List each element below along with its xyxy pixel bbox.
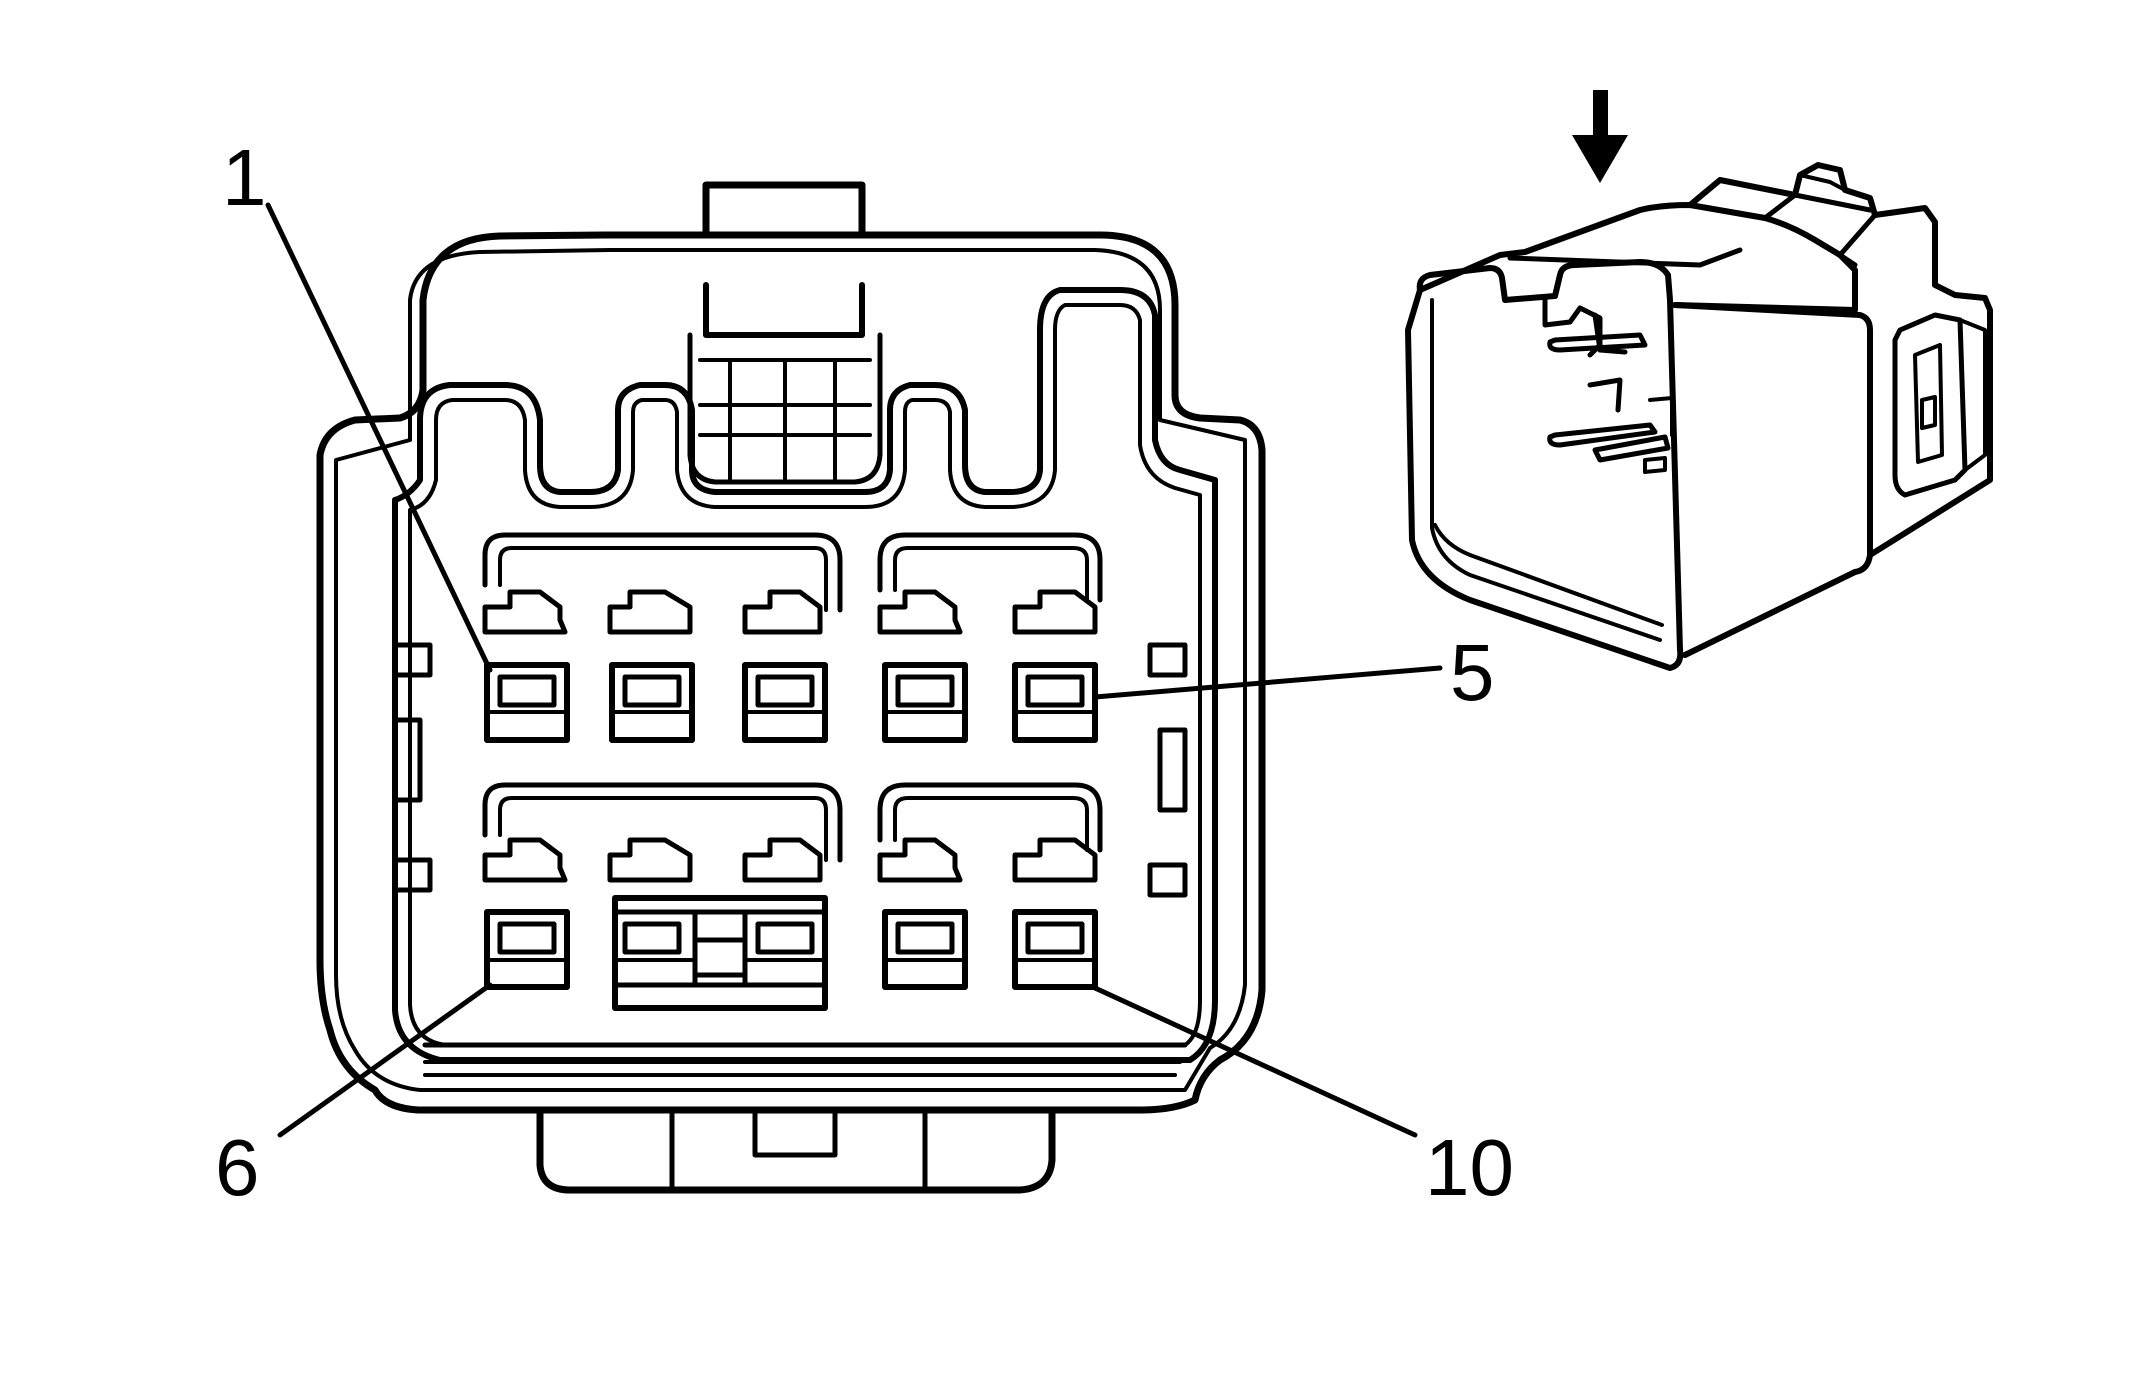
bottom-foot <box>536 1106 1056 1194</box>
pin-cavities-upper <box>484 662 1098 743</box>
shorting-bar-block <box>612 895 828 1011</box>
housing-outer <box>316 231 1266 1114</box>
connector-front-view <box>316 181 1266 1194</box>
pin-cavity-1 <box>484 662 570 743</box>
pin-cavity-5 <box>1012 662 1098 743</box>
connector-isometric-view <box>1405 90 1993 671</box>
terminal-bracket-lower-right <box>877 782 1103 853</box>
callout-pin-6: 6 <box>215 1123 260 1212</box>
housing-inner-outline <box>334 248 1247 1092</box>
pin-cavity-6 <box>484 909 570 990</box>
pin-cavity-3 <box>742 662 828 743</box>
callout-pin-10: 10 <box>1425 1123 1514 1212</box>
inner-cavity-wall-2 <box>408 303 1202 1047</box>
callout-pin-5: 5 <box>1450 628 1495 717</box>
pin-cavity-8 <box>743 921 827 962</box>
pin-cavity-10 <box>1012 909 1098 990</box>
top-latch-tab <box>702 181 866 239</box>
terminal-bracket-upper-right <box>877 532 1103 603</box>
leader-pin-6 <box>277 982 493 1138</box>
terminal-lances-lower <box>482 837 1098 883</box>
callout-pin-1: 1 <box>222 133 267 222</box>
latch-channel <box>703 282 865 338</box>
side-guide-ribs <box>392 642 1188 898</box>
inner-cavity-wall <box>392 287 1218 1063</box>
pin-cavity-2 <box>609 662 695 743</box>
leader-pin-1 <box>265 202 493 673</box>
pin-cavities-lower <box>484 895 1098 1011</box>
pin-cavity-9 <box>882 909 968 990</box>
leader-pin-5 <box>1092 665 1443 700</box>
callout-leaders <box>265 202 1443 1138</box>
terminal-bracket-upper-left <box>482 532 843 613</box>
down-arrow-icon <box>1572 90 1628 183</box>
bottom-edge <box>422 1042 1188 1077</box>
terminal-bracket-lower-left <box>482 782 843 863</box>
leader-pin-10 <box>1092 985 1418 1138</box>
terminal-lances-upper <box>482 589 1098 635</box>
pin-cavity-7 <box>613 921 697 962</box>
pin-cavity-4 <box>882 662 968 743</box>
